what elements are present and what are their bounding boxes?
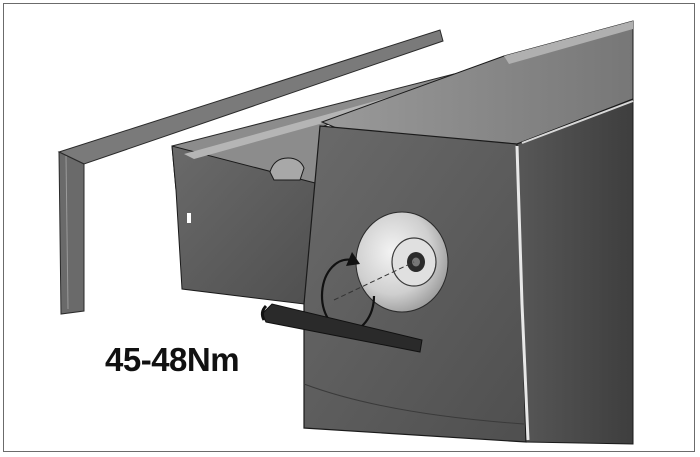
hex-key-icon [260,303,423,353]
housing [303,20,634,445]
rear-panel [57,29,444,315]
torque-label: 45-48Nm [105,341,240,378]
screw-icon [355,211,449,313]
figure-frame: 45-48Nm [3,3,695,452]
assembly-drawing [57,20,634,445]
